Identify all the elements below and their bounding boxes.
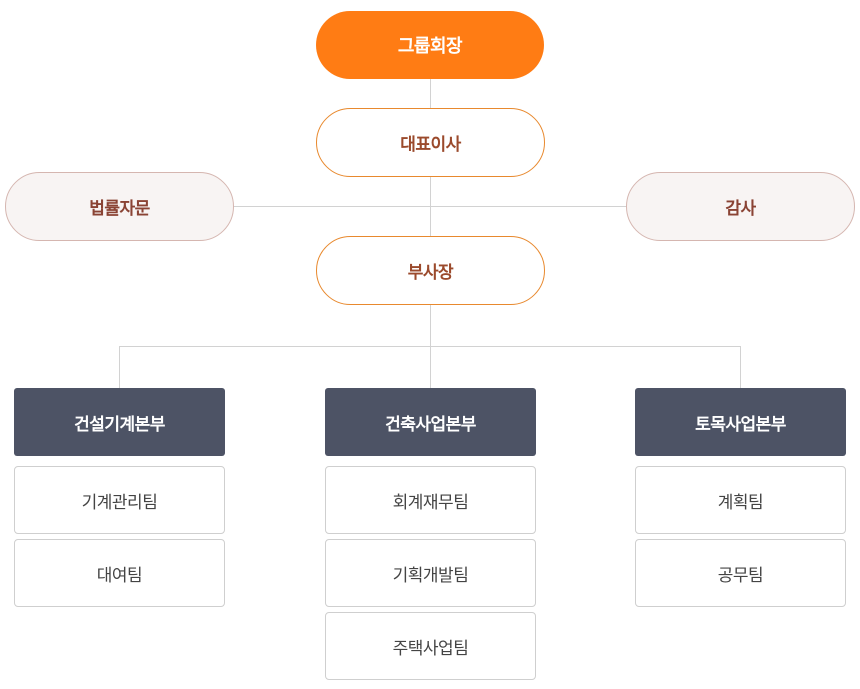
- team-rental: 대여팀: [14, 539, 225, 607]
- connector-division-left: [119, 346, 120, 388]
- division-construction-machinery: 건설기계본부: [14, 388, 225, 456]
- connector-chairman-ceo: [430, 79, 431, 108]
- chairman-node: 그룹회장: [316, 11, 544, 79]
- team-planning: 계획팀: [635, 466, 846, 534]
- vice-president-node: 부사장: [316, 236, 545, 305]
- team-machine-management: 기계관리팀: [14, 466, 225, 534]
- team-housing: 주택사업팀: [325, 612, 536, 680]
- connector-division-right: [740, 346, 741, 388]
- division-architecture: 건축사업본부: [325, 388, 536, 456]
- legal-advisory-node: 법률자문: [5, 172, 234, 241]
- audit-node: 감사: [626, 172, 855, 241]
- connector-advisory-horizontal: [233, 206, 627, 207]
- team-public-works: 공무팀: [635, 539, 846, 607]
- division-civil-engineering: 토목사업본부: [635, 388, 846, 456]
- team-planning-development: 기획개발팀: [325, 539, 536, 607]
- ceo-node: 대표이사: [316, 108, 545, 177]
- connector-division-bus: [119, 346, 741, 347]
- team-accounting-finance: 회계재무팀: [325, 466, 536, 534]
